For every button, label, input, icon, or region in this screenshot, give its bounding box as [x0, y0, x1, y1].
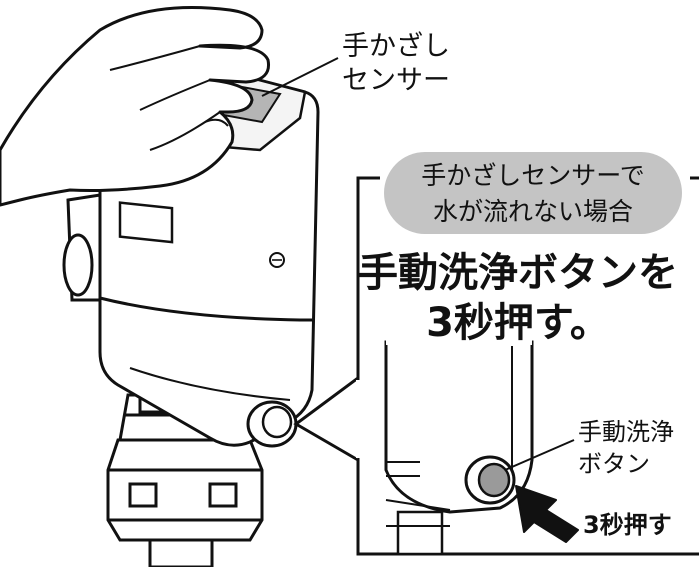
sensor-label-line-2: センサー	[342, 65, 450, 96]
callout-pointer	[293, 376, 359, 462]
sensor-leader-line	[261, 57, 339, 97]
button-label: 手動洗浄 ボタン	[578, 416, 674, 480]
sensor-label: 手かざし センサー	[342, 30, 450, 98]
headline-line-2: 3秒押す。	[426, 300, 610, 346]
sensor-label-line-1: 手かざし	[342, 31, 450, 62]
bubble-line-2: 水が流れない場合	[432, 197, 633, 226]
unit-flush-button	[246, 400, 298, 448]
button-label-line-1: 手動洗浄	[578, 418, 674, 446]
button-label-line-2: ボタン	[578, 450, 650, 478]
bubble-line-1: 手かざしセンサーで	[421, 161, 645, 190]
condition-bubble: 手かざしセンサーで 水が流れない場合	[384, 152, 682, 234]
zoomed-unit	[384, 339, 534, 556]
headline-line-1: 手動洗浄ボタンを	[358, 250, 678, 296]
callout-frame	[356, 176, 699, 556]
press-label: 3秒押す	[583, 511, 672, 539]
hand	[0, 6, 271, 207]
zoomed-flush-button	[464, 455, 516, 505]
button-leader-line	[504, 439, 575, 471]
press-arrow-icon	[515, 485, 579, 543]
side-fitting	[62, 193, 102, 302]
